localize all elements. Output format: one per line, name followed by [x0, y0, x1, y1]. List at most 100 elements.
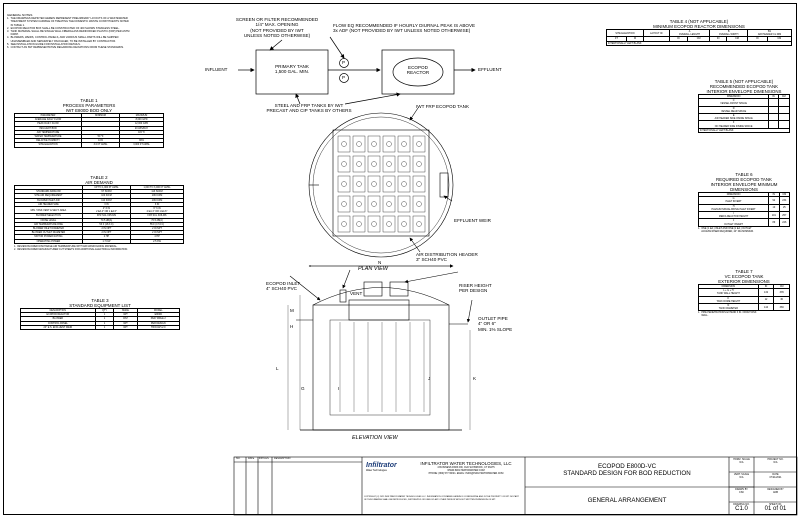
diffuser-module [412, 215, 426, 233]
weir-leader [443, 195, 453, 202]
table-note: ACCESS RISER REQUIRED, 24" DIA MINIMUM. [698, 229, 754, 233]
table-title-line: TABLE 1 [80, 98, 98, 103]
table-note: 1. ONE (1 EA.) INLET AND ONE (1 EA.) OUT… [698, 226, 752, 230]
diffuser-nozzle [386, 201, 392, 207]
inlet-leader [289, 275, 321, 301]
effluent-label: EFFLUENT [478, 67, 502, 72]
elevation-view-label: ELEVATION VIEW [352, 435, 398, 441]
dim-i-label: I [338, 386, 340, 391]
table-cell: 3,000 FT AMSL [119, 142, 164, 148]
header-cell: SITE ELEVATION [606, 28, 644, 38]
table-cell: INFLUENT BOD [13, 125, 83, 131]
table-cell: 335 [773, 288, 790, 297]
diffuser-nozzle [386, 161, 392, 167]
subheader-cell: M [626, 36, 644, 42]
pump-1-label: P [342, 60, 346, 65]
diffuser-nozzle [401, 201, 407, 207]
steel-frp-leader-1 [295, 93, 301, 105]
subheader-cell: CM [766, 36, 793, 42]
dim-j-label: J [428, 376, 431, 381]
diffuser-nozzle [371, 161, 377, 167]
diffuser-module [337, 155, 351, 173]
table-cell: 2.5 KW [130, 238, 184, 244]
general-note: 3. TANK MATERIAL SHALL BE SINGLE WALL FI… [7, 30, 130, 34]
table-cell: 2 IN NPT [130, 230, 184, 236]
table-cell: 4" 6 IN 2 EA 4" OR 1 EA 6" [81, 205, 132, 215]
process-flow-diagram [238, 36, 476, 105]
table-cell: 12,000 GPD [119, 121, 164, 127]
drawing-no: DRAWING NO.C1.0 [733, 503, 750, 512]
general-notes: GENERAL NOTES 1. THE DRAWINGS DEPICTED H… [7, 13, 197, 50]
diffuser-nozzle [416, 221, 422, 227]
header-cell: UP TO 1,000 FT AMSL [81, 184, 132, 191]
ecopod-reactor-ellipse [392, 57, 444, 87]
plan-reactor-frame [332, 129, 430, 237]
elev-vent [339, 289, 347, 303]
plan-effluent-weir [439, 172, 449, 198]
flow-eq-callout: FLOW EQ RECOMMENDED IF HOURLY DIURNAL PE… [333, 23, 476, 34]
table-cell: 50 °F [81, 133, 121, 140]
table-cell: 30 [773, 295, 790, 305]
header-cell: MINIMUM [81, 112, 121, 119]
diffuser-nozzle [416, 141, 422, 147]
company-logo: Infiltrator Water Technologies [366, 462, 406, 472]
table-cell: L + G + H TANK WALL HEIGHT [698, 288, 759, 297]
diffuser-nozzle [401, 221, 407, 227]
header-cell: CM [773, 283, 790, 290]
diffuser-nozzle [356, 161, 362, 167]
general-note: 6. CONTACT AN IWT REPRESENTATIVE REGARDI… [7, 46, 124, 50]
table-cell: AVERAGE DAILY FLOW [13, 117, 83, 123]
diffuser-module [397, 135, 411, 153]
table-title-line: TABLE 3 [91, 298, 109, 303]
drawing-title: ECOPOD E800D-VC STANDARD DESIGN FOR BOD … [563, 463, 691, 477]
table-cell: 53 F (18.3 C) [81, 221, 132, 228]
riser-leader [404, 271, 459, 284]
general-note: 4. BLOWERS, WEIRS, CONTROL PANELS, AND V… [7, 36, 119, 40]
copyright: COPYRIGHT (C) 2021 INFILTRATOR WATER TEC… [364, 496, 519, 501]
footer-cell: INTENTIONALLY LEFT BLANK [698, 127, 790, 134]
flow-eq-leader [329, 36, 345, 59]
table-cell: 106 ICFM [130, 193, 184, 199]
diffuser-module [397, 175, 411, 193]
table-cell: 90% [119, 138, 164, 144]
table-cell: 2 IN NPT [81, 226, 132, 232]
diffuser-module [382, 215, 396, 233]
header-cell: B1 AIR HEADER CL DIM [746, 28, 793, 38]
table-cell: PER TABLE 2 [136, 316, 181, 322]
table-cell: 4 HP [130, 234, 184, 240]
diffuser-nozzle [386, 181, 392, 187]
diffuser-module [367, 155, 381, 173]
table-cell: N TANK DIAMETER [698, 302, 759, 312]
header-cell: 1,000 TO 3,000 FT AMSL [130, 184, 184, 191]
footer-row: INTENTIONALLY LEFT BLANK [698, 127, 790, 134]
diffuser-module [412, 135, 426, 153]
diffuser-module [367, 135, 381, 153]
company-info: INFILTRATOR WATER TECHNOLOGIES, LLC 4 BU… [420, 461, 512, 475]
footer-row: INTENTIONALLY LEFT BLANK [606, 40, 792, 46]
table-cell: 109 ICFM [130, 197, 184, 203]
table-cell: AIR TEMPERATURE [13, 129, 83, 136]
revision-headers: NO. DATE INITIALS DESCRIPTION [236, 457, 291, 460]
general-notes-title: GENERAL NOTES [7, 13, 33, 17]
primary-tank-box [255, 49, 329, 95]
diffuser-module [367, 175, 381, 193]
dim-l-label: L [276, 366, 279, 371]
table-title-line: TABLE 7 [735, 269, 753, 274]
iwt-frp-tank-label: IWT FRP ECOPOD TANK [416, 104, 470, 109]
sheet-border [3, 3, 797, 515]
diffuser-nozzle [356, 201, 362, 207]
table-cell: 115 °F [119, 129, 164, 136]
diffuser-module [382, 135, 396, 153]
